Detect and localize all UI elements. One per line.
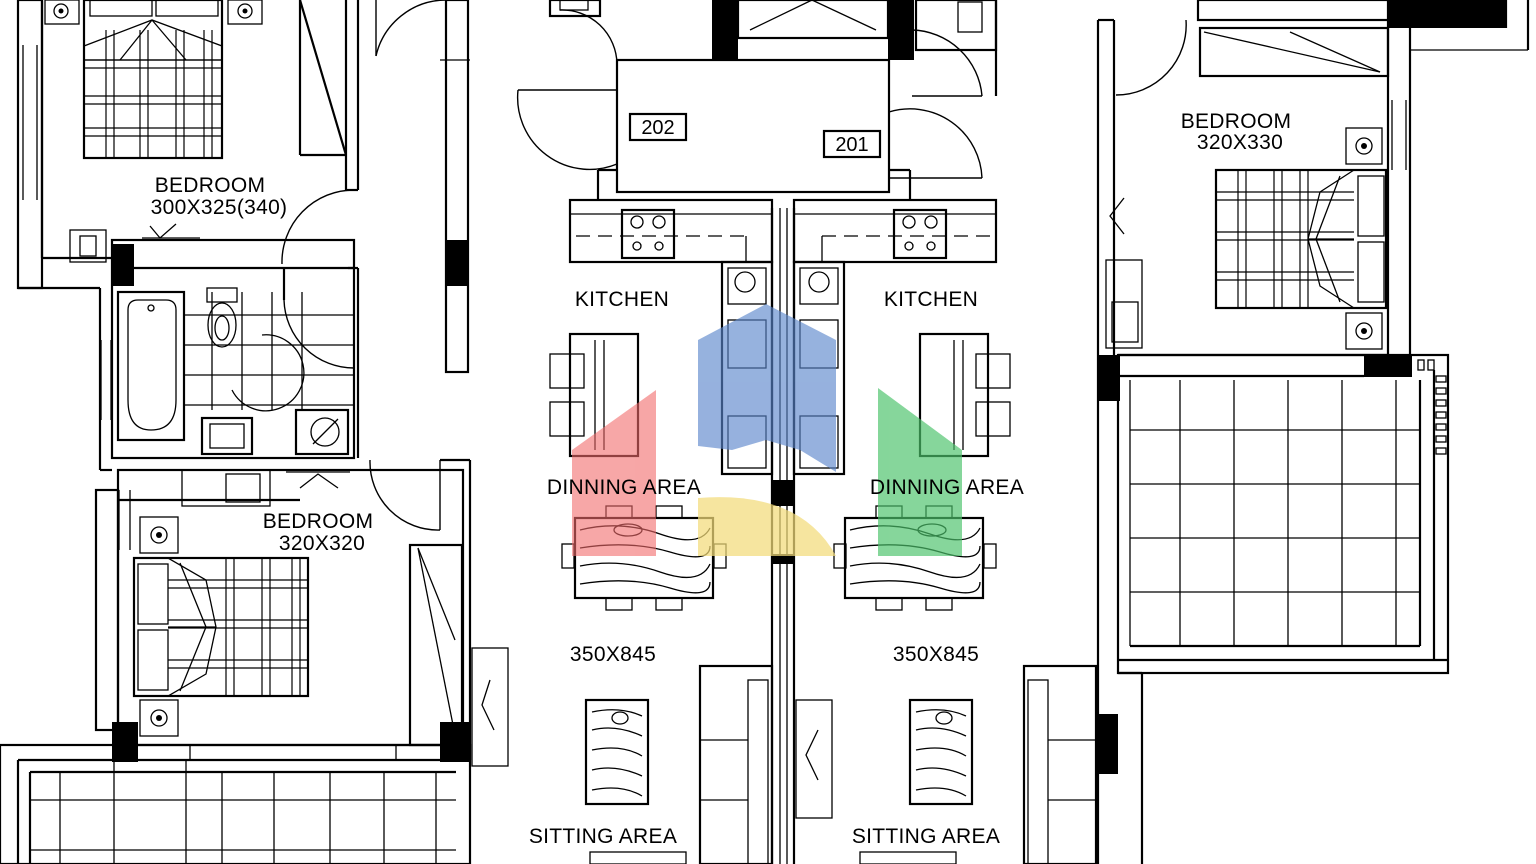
room-name-bedroom-right: BEDROOM [1181,110,1292,133]
logo-yellow-shape [698,497,836,556]
center-core: 202 201 [516,0,998,200]
balcony-bottom-left [0,743,472,864]
watermark-logo [572,304,962,556]
bed-plaid-right [1216,170,1354,308]
bedroom-top-left-furniture [44,0,263,263]
coffee-table-grain-right [915,709,967,797]
unit-number-202: 202 [641,117,674,139]
room-name-kitchen-right: KITCHEN [884,288,978,311]
logo-green-shape [878,388,962,556]
right-wing-walls [1096,0,1530,864]
room-name-sitting-left: SITTING AREA [529,825,677,848]
unit-number-201: 201 [835,134,868,156]
right-unit-furniture [795,332,1098,864]
room-labels: BEDROOM 300X325(340) BEDROOM 320X320 BED… [151,110,1292,848]
room-name-dining-left: DINNING AREA [547,476,701,499]
room-name-bedroom-top-left: BEDROOM [155,174,266,197]
bed-plaid-top-left [84,30,222,158]
bathroom-left [116,268,355,456]
room-size-sitting-left: 350X845 [570,643,656,666]
room-size-bedroom-top-left: 300X325(340) [151,196,288,219]
room-name-sitting-right: SITTING AREA [852,825,1000,848]
corridor-left [281,0,470,374]
bedroom-mid-left-furniture [132,459,441,737]
balcony-right [1116,353,1450,864]
bed-plaid-mid-left [168,558,308,696]
coffee-table-grain-left [591,709,643,797]
logo-blue-shape [698,304,836,472]
room-size-bedroom-mid-left: 320X320 [279,532,365,555]
room-size-sitting-right: 350X845 [893,643,979,666]
left-wing-walls [16,0,509,767]
room-name-kitchen-left: KITCHEN [575,288,669,311]
room-name-dining-right: DINNING AREA [870,476,1024,499]
bedroom-right-furniture [1214,127,1388,350]
bathroom-tiles [184,292,354,410]
room-size-bedroom-right: 320X330 [1197,131,1283,154]
logo-red-shape [572,390,656,556]
room-name-bedroom-mid-left: BEDROOM [263,510,374,533]
